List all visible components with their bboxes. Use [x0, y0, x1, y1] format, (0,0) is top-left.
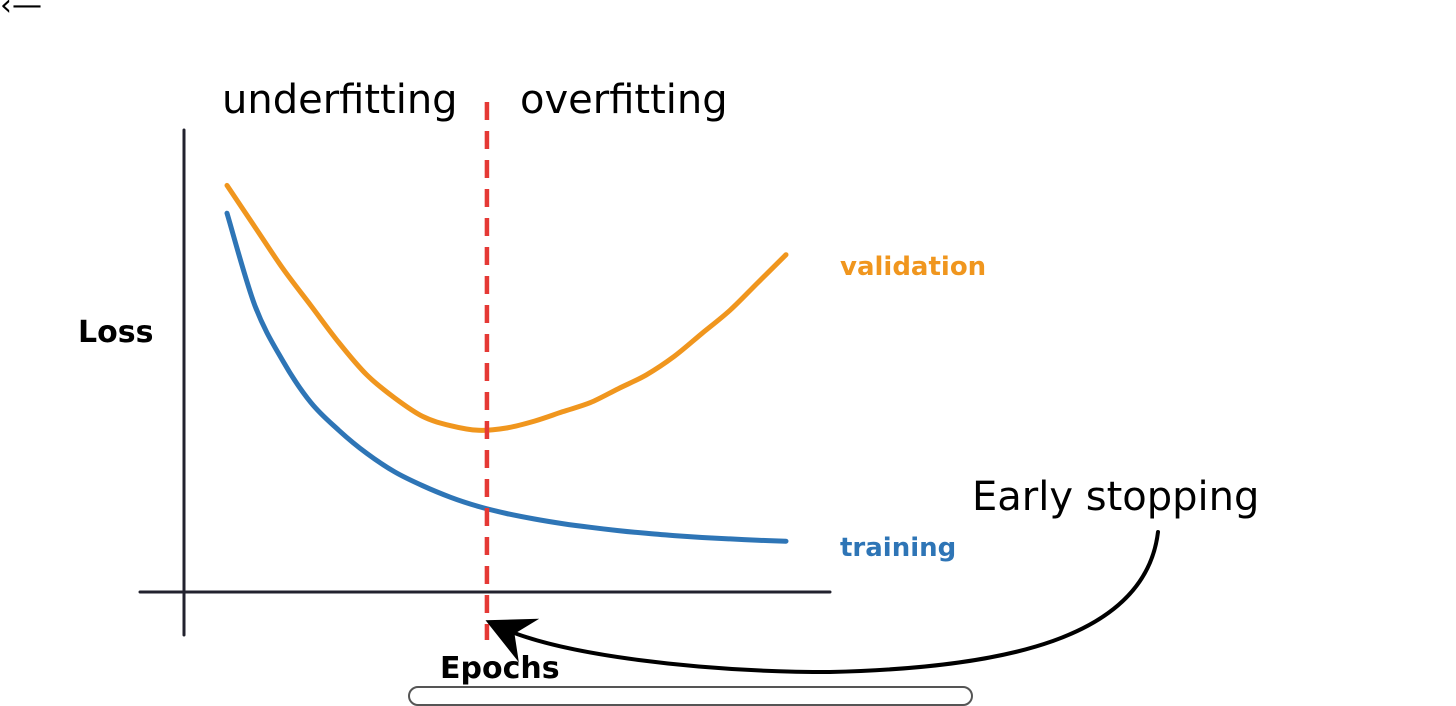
series-line-validation: [224, 182, 789, 433]
early-stopping-label: Early stopping: [972, 474, 1259, 520]
series-label-training: training: [840, 533, 956, 563]
region-label-overfitting: overfitting: [520, 77, 728, 123]
corner-glyph: ‹—: [0, 0, 42, 23]
series-label-validation: validation: [840, 252, 986, 282]
x-axis-label: Epochs: [440, 651, 560, 686]
series-line-training: [224, 210, 789, 544]
region-label-underfitting: underfitting: [222, 77, 458, 123]
y-axis-label: Loss: [78, 315, 153, 350]
bottom-frame: [408, 686, 973, 706]
early-stopping-arrow: [485, 530, 1160, 675]
